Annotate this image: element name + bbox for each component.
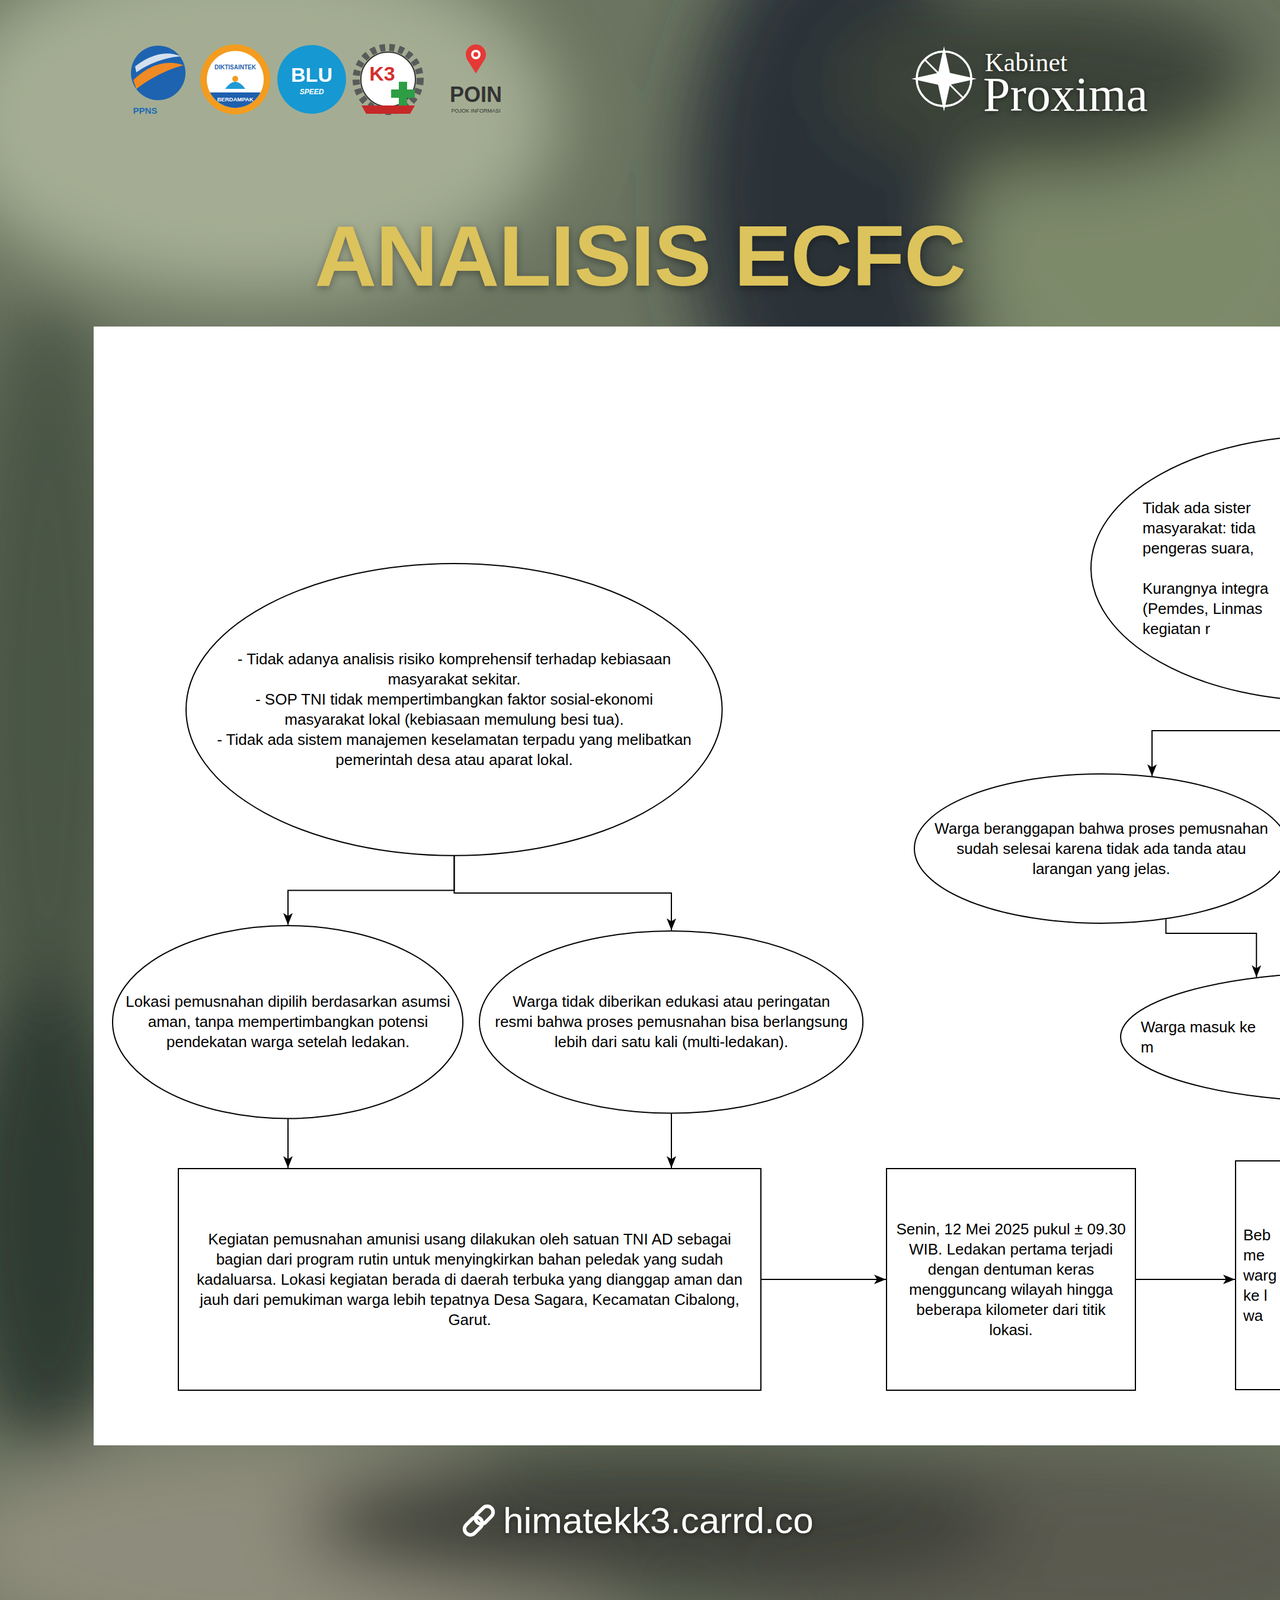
connector-arrow [1165,919,1257,978]
connector-arrow [288,855,455,925]
footer-link: himatekk3.carrd.co [503,1502,814,1539]
ellipse-outline [479,930,863,1113]
logo-text: POIN [449,84,502,106]
photo-patch [302,1451,1014,1595]
pin-icon [466,59,485,74]
logo-text: BERDAMPAK [216,96,254,103]
connector-arrow [1152,701,1280,777]
diagram-title: ANALISIS ECFC [314,213,966,300]
logo-text: K3 [369,63,395,84]
k3-logo [356,47,421,114]
pin-icon [473,52,479,57]
node-text: Lokasi pemusnahan dipilih berdasarkan as… [125,991,451,1052]
logo-ribbon [361,105,415,114]
ellipse-outline [186,563,723,856]
logo-emblem [225,81,246,89]
blu-logo [277,45,347,114]
node-text: Warga beranggapan bahwa proses pemusnaha… [933,818,1269,879]
logo-swoosh [135,53,181,73]
node-text: Kurangnya integra (Pemdes, Linmas kegiat… [1142,578,1273,639]
kabinet-star [911,46,977,112]
cause-ellipse: - Tidak adanya analisis risiko komprehen… [185,562,723,857]
star-shape [911,46,977,112]
connector-arrow [1136,1278,1235,1280]
brand-text: Proxima [983,70,1148,120]
logo-text: PPNS [133,106,158,115]
event-box: Kegiatan pemusnahan amunisi usang dilaku… [177,1168,762,1391]
link-icon [462,1504,496,1538]
logo-emblem [232,75,239,82]
ppns-logo [130,45,186,101]
poin-logo [465,44,486,74]
node-text: Tidak ada sister masyarakat: tida penger… [1142,497,1273,559]
node-text: Kegiatan pemusnahan amunisi usang dilaku… [183,1229,756,1330]
connector-arrow [287,1118,289,1168]
logo-disc [277,45,347,114]
node-text: - Tidak ada sistem manajemen keselamatan… [213,729,694,770]
ellipse-outline [185,562,723,857]
logo-disc [130,45,186,101]
gear-teeth [356,47,421,112]
green-cross [391,89,415,98]
ellipse-outline [1090,435,1280,702]
cause-ellipse: Warga masuk ke m [1120,971,1280,1103]
node-text: - Tidak adanya analisis risiko komprehen… [213,648,694,690]
connector-arrow [761,1278,886,1280]
cause-ellipse: Warga beranggapan bahwa proses pemusnaha… [913,773,1280,924]
ellipse-outline [1120,972,1280,1102]
logo-text: DIKTISAINTEK [214,64,256,71]
logo-band [201,92,270,117]
logo-text: BLU [290,64,333,85]
event-box: Senin, 12 Mei 2025 pukul ± 09.30 WIB. Le… [885,1168,1136,1391]
ellipse-outline [1090,434,1280,702]
box-outline [178,1168,761,1391]
link-icon-part [472,1504,496,1527]
cause-ellipse: Warga tidak diberikan edukasi atau perin… [478,930,864,1114]
node-text: - SOP TNI tidak mempertimbangkan faktor … [213,689,694,730]
logo-text: POJOK INFORMASI [450,108,501,114]
ellipse-outline [1120,971,1280,1103]
diktisaintek-logo [200,44,271,117]
box-outline [886,1168,1136,1391]
link-icon-part [462,1514,485,1538]
node-text: Warga tidak diberikan edukasi atau perin… [493,991,850,1052]
node-text: Senin, 12 Mei 2025 pukul ± 09.30 WIB. Le… [894,1218,1129,1340]
box-outline [885,1168,1136,1391]
event-box: Beb me warg ke l wa [1234,1160,1280,1391]
box-outline [1235,1160,1280,1390]
photo-patch [829,0,1257,172]
node-text: Beb me warg ke l wa [1243,1224,1278,1326]
connector-arrow [670,1113,672,1168]
star-ray [924,59,964,99]
pin-icon [471,49,481,60]
logo-disc [360,52,416,107]
cause-ellipse: Tidak ada sister masyarakat: tida penger… [1090,434,1280,702]
cause-ellipse: Lokasi pemusnahan dipilih berdasarkan as… [112,925,464,1119]
node-text: Warga masuk ke m [1140,1016,1260,1058]
ellipse-outline [112,925,463,1119]
logo-text: SPEED [299,88,325,96]
ellipse-outline [914,773,1280,924]
connector-arrow [453,855,672,930]
